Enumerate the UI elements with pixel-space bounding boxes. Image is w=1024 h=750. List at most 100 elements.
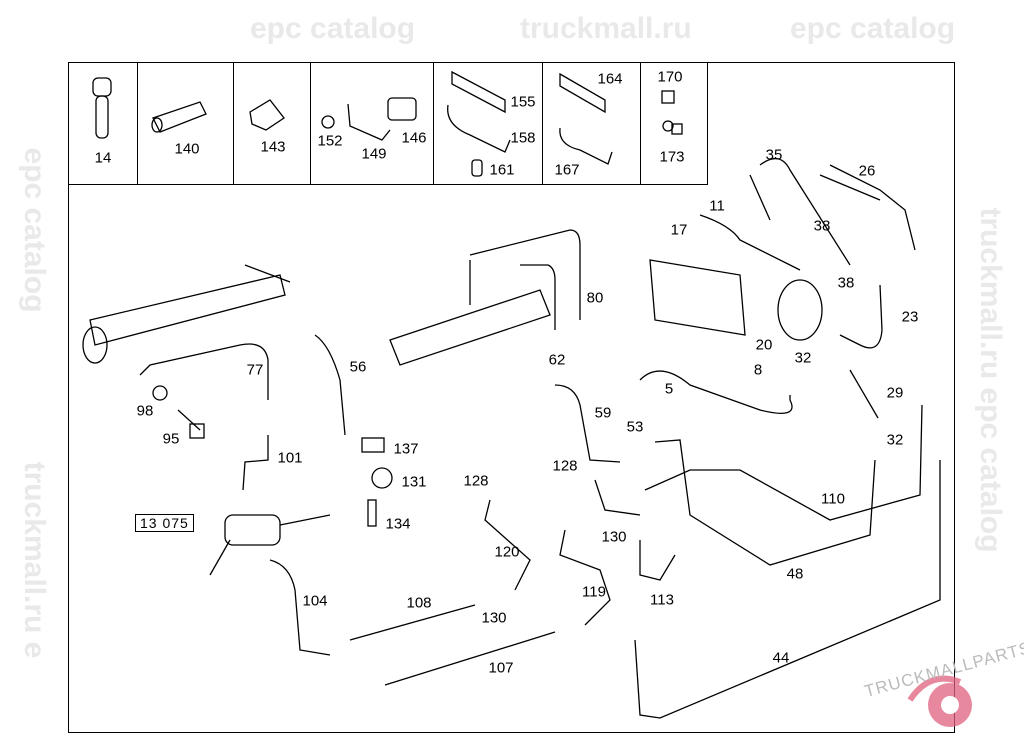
part-label: 53 — [626, 418, 644, 436]
part-label: 107 — [488, 659, 514, 677]
hose-23 — [839, 284, 883, 349]
diagram-frame — [68, 62, 955, 733]
part-label: 5 — [664, 380, 674, 398]
pipe-48-110 — [644, 404, 923, 566]
part-label: 119 — [582, 583, 606, 601]
cell-divider — [542, 62, 543, 184]
part-label: 56 — [349, 358, 367, 376]
part-label: 161 — [489, 161, 515, 179]
part-label: 77 — [246, 361, 264, 379]
part-label: 113 — [650, 591, 674, 609]
cell-divider — [137, 62, 138, 184]
parts-row — [68, 62, 708, 185]
cell-divider — [310, 62, 311, 184]
part-170-173 — [661, 90, 683, 135]
hose-119 — [559, 529, 611, 626]
part-label: 134 — [385, 515, 411, 533]
cell-divider — [433, 62, 434, 184]
part-label: 35 — [765, 146, 783, 164]
parts-131-137 — [361, 437, 393, 527]
reference-box: 13 075 — [135, 514, 194, 532]
filter-housing — [649, 214, 823, 341]
part-label: 29 — [886, 384, 904, 402]
pipe-107 — [384, 631, 556, 686]
part-label: 98 — [136, 402, 154, 420]
part-label: 155 — [510, 93, 536, 111]
pipe-44 — [634, 460, 941, 719]
part-label: 38 — [837, 274, 855, 292]
pipe-80 — [469, 229, 581, 330]
part-label: 23 — [901, 308, 919, 326]
part-label: 32 — [886, 431, 904, 449]
hose-120 — [484, 499, 531, 591]
part-label: 130 — [481, 609, 507, 627]
watermark: truckmall.ru — [520, 12, 692, 45]
part-label: 26 — [858, 162, 876, 180]
part-label: 120 — [494, 543, 520, 561]
part-label: 80 — [586, 289, 604, 307]
fitting-98-95 — [152, 385, 205, 439]
part-155 — [451, 70, 506, 114]
part-label: 131 — [401, 473, 427, 491]
part-161 — [471, 159, 483, 177]
pipe-104 — [269, 559, 331, 656]
part-label: 128 — [552, 457, 578, 475]
part-label: 11 — [709, 197, 725, 215]
part-167 — [559, 127, 613, 165]
cell-divider — [640, 62, 641, 184]
part-label: 62 — [548, 351, 566, 369]
filter-13075 — [209, 514, 331, 576]
fuel-rail-left — [82, 264, 291, 364]
part-146 — [387, 97, 417, 121]
part-label: 8 — [753, 361, 763, 379]
part-143 — [249, 99, 285, 131]
part-label: 20 — [755, 336, 773, 354]
part-label: 167 — [554, 161, 580, 179]
pipe-101 — [242, 435, 269, 491]
part-164 — [559, 72, 606, 114]
part-label: 170 — [657, 68, 683, 86]
part-label: 110 — [821, 490, 845, 508]
part-label: 140 — [174, 140, 200, 158]
part-152 — [321, 115, 335, 129]
pipe-108 — [349, 604, 476, 641]
part-label: 101 — [277, 449, 303, 467]
part-14 — [92, 77, 112, 139]
part-label: 173 — [659, 148, 685, 166]
hose-113-130 — [594, 479, 676, 581]
part-label: 146 — [401, 129, 427, 147]
pipe-59 — [554, 384, 621, 463]
part-label: 164 — [597, 70, 623, 88]
hose-5-8 — [639, 370, 793, 414]
part-label: 158 — [510, 129, 536, 147]
part-label: 104 — [302, 592, 328, 610]
part-149 — [347, 103, 391, 141]
part-label: 44 — [772, 649, 790, 667]
part-label: 17 — [670, 221, 688, 239]
fuel-rail-center — [389, 289, 551, 366]
pipe-77 — [139, 343, 269, 400]
part-label: 48 — [786, 565, 804, 583]
part-label: 108 — [406, 594, 432, 612]
hose-29 — [849, 369, 879, 419]
watermark: epc catalog — [250, 12, 416, 45]
part-label: 32 — [794, 349, 812, 367]
part-label: 95 — [162, 430, 180, 448]
part-label: 137 — [393, 440, 419, 458]
part-label: 149 — [361, 145, 387, 163]
pipe-56 — [314, 334, 346, 436]
part-158 — [447, 104, 511, 153]
pipe-35-26 — [749, 158, 916, 266]
part-label: 59 — [594, 404, 612, 422]
part-label: 143 — [260, 138, 286, 156]
part-label: 14 — [94, 149, 112, 167]
part-label: 152 — [317, 132, 343, 150]
part-label: 38 — [813, 217, 831, 235]
watermark: epc catalog — [790, 12, 956, 45]
cell-divider — [233, 62, 234, 184]
part-140 — [151, 101, 207, 133]
cell-divider — [707, 62, 708, 184]
part-label: 128 — [463, 472, 489, 490]
